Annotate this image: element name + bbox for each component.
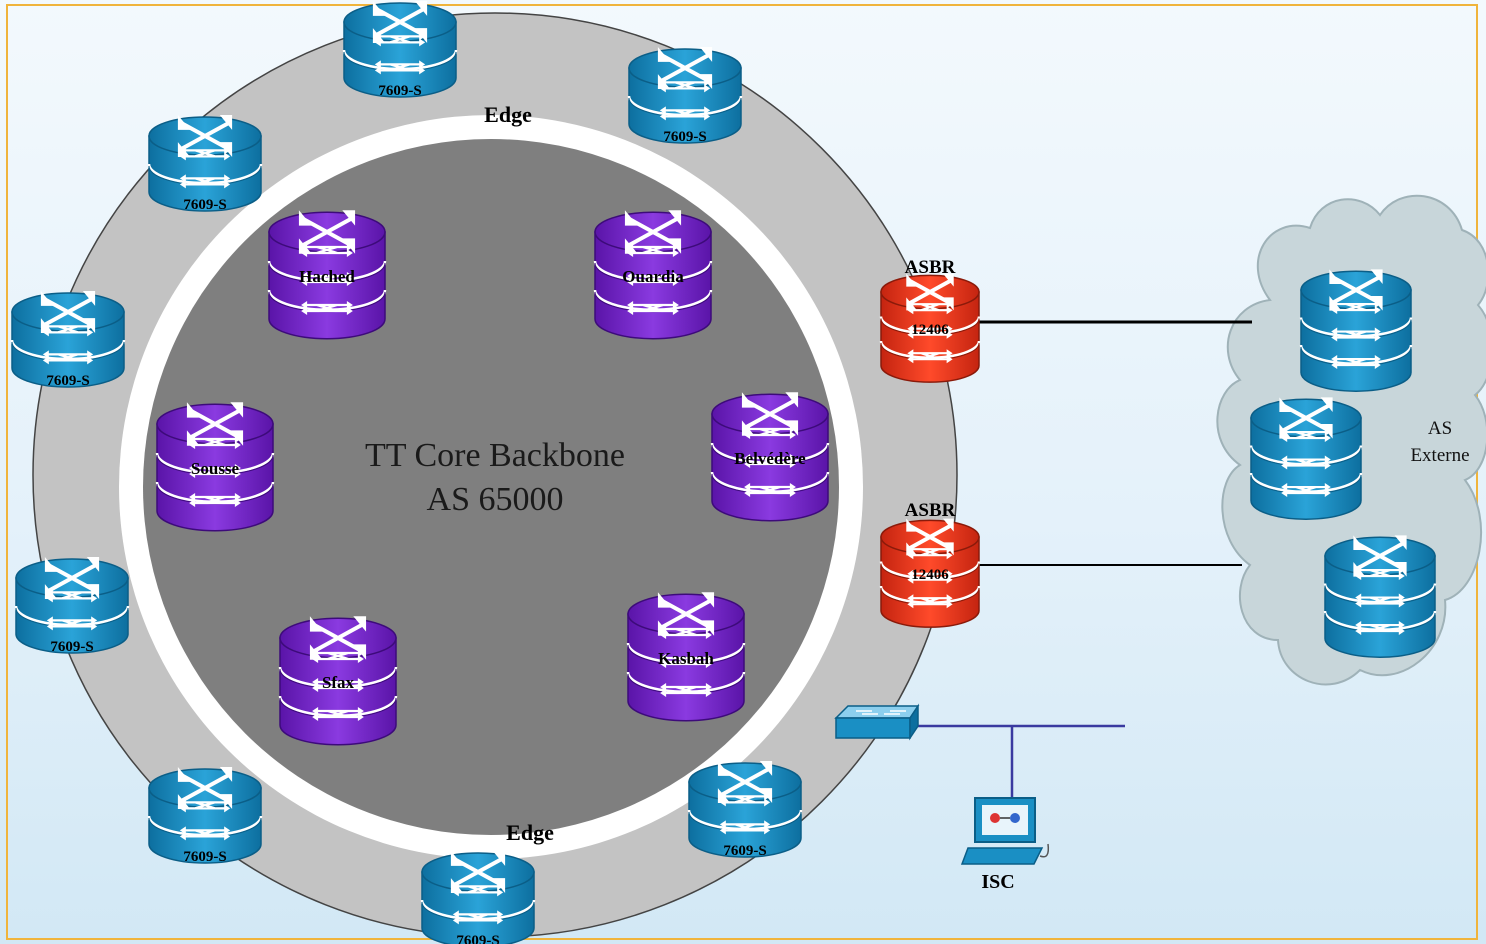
asbr-2-title: ASBR [905, 500, 956, 521]
external-label-line2: Externe [1410, 445, 1469, 466]
core-title-line2: AS 65000 [427, 481, 564, 518]
router-icon [278, 616, 398, 746]
core-router-belvdre: Belvédère [710, 392, 830, 522]
core-router-sfax: Sfax [278, 616, 398, 746]
external-router-2 [1249, 397, 1363, 520]
core-router-hached: Hached [267, 210, 387, 340]
edge-router-1-label: 7609-S [378, 83, 421, 99]
asbr-1-title: ASBR [905, 257, 956, 278]
edge-router-5-label: 7609-S [50, 639, 93, 655]
router-icon [626, 592, 746, 722]
switch-icon [834, 703, 920, 741]
routers-layer: 7609-S 7609-S 7609-S 7609-S 7609-S 7609-S 7609… [10, 1, 1437, 944]
core-router-ouardia-label: Ouardia [622, 267, 684, 286]
core-router-belvdre-label: Belvédère [734, 449, 806, 468]
core-router-sousse-label: Sousse [191, 459, 240, 478]
external-router-3 [1323, 535, 1437, 658]
core-router-kasbah-label: Kasbah [658, 649, 714, 668]
edge-router-3: 7609-S [147, 115, 263, 213]
router-icon [879, 273, 981, 383]
asbr-router-2: 12406 [879, 518, 981, 628]
core-router-sousse: Sousse [155, 402, 275, 532]
switch [834, 703, 920, 741]
edge-router-4: 7609-S [10, 291, 126, 389]
edge-router-1: 7609-S [342, 1, 458, 99]
router-icon [420, 851, 536, 944]
router-icon [627, 47, 743, 144]
router-icon [879, 518, 981, 628]
edge-router-4-label: 7609-S [46, 373, 89, 389]
router-icon [267, 210, 387, 340]
core-router-kasbah: Kasbah [626, 592, 746, 722]
edge-router-6: 7609-S [147, 767, 263, 865]
edge-router-7-label: 7609-S [723, 843, 766, 859]
asbr-router-1-label: 12406 [911, 322, 949, 338]
asbr-router-2-label: 12406 [911, 567, 949, 583]
router-icon [147, 767, 263, 864]
router-icon [147, 115, 263, 212]
router-icon [710, 392, 830, 522]
edge-router-2: 7609-S [627, 47, 743, 145]
edge-router-6-label: 7609-S [183, 849, 226, 865]
router-icon [1323, 535, 1437, 658]
router-icon [10, 291, 126, 388]
edge-router-8: 7609-S [420, 851, 536, 944]
external-label-line1: AS [1428, 418, 1452, 439]
external-router-1 [1299, 269, 1413, 392]
router-icon [1299, 269, 1413, 392]
edge-router-3-label: 7609-S [183, 197, 226, 213]
edge-router-2-label: 7609-S [663, 129, 706, 145]
router-icon [155, 402, 275, 532]
isc-label: ISC [981, 871, 1014, 893]
edge-router-5: 7609-S [14, 557, 130, 655]
edge-router-7: 7609-S [687, 761, 803, 859]
core-router-ouardia: Ouardia [593, 210, 713, 340]
edge-label-top: Edge [484, 102, 532, 127]
router-icon [342, 1, 458, 98]
core-router-hached-label: Hached [299, 267, 355, 286]
computer-icon [960, 797, 1050, 865]
router-icon [593, 210, 713, 340]
edge-label-bottom: Edge [506, 820, 554, 845]
router-icon [687, 761, 803, 858]
router-icon [14, 557, 130, 654]
isc-workstation [960, 797, 1050, 865]
asbr-router-1: 12406 [879, 273, 981, 383]
core-router-sfax-label: Sfax [322, 673, 355, 692]
router-icon [1249, 397, 1363, 520]
core-title-line1: TT Core Backbone [365, 437, 625, 474]
edge-router-8-label: 7609-S [456, 933, 499, 944]
